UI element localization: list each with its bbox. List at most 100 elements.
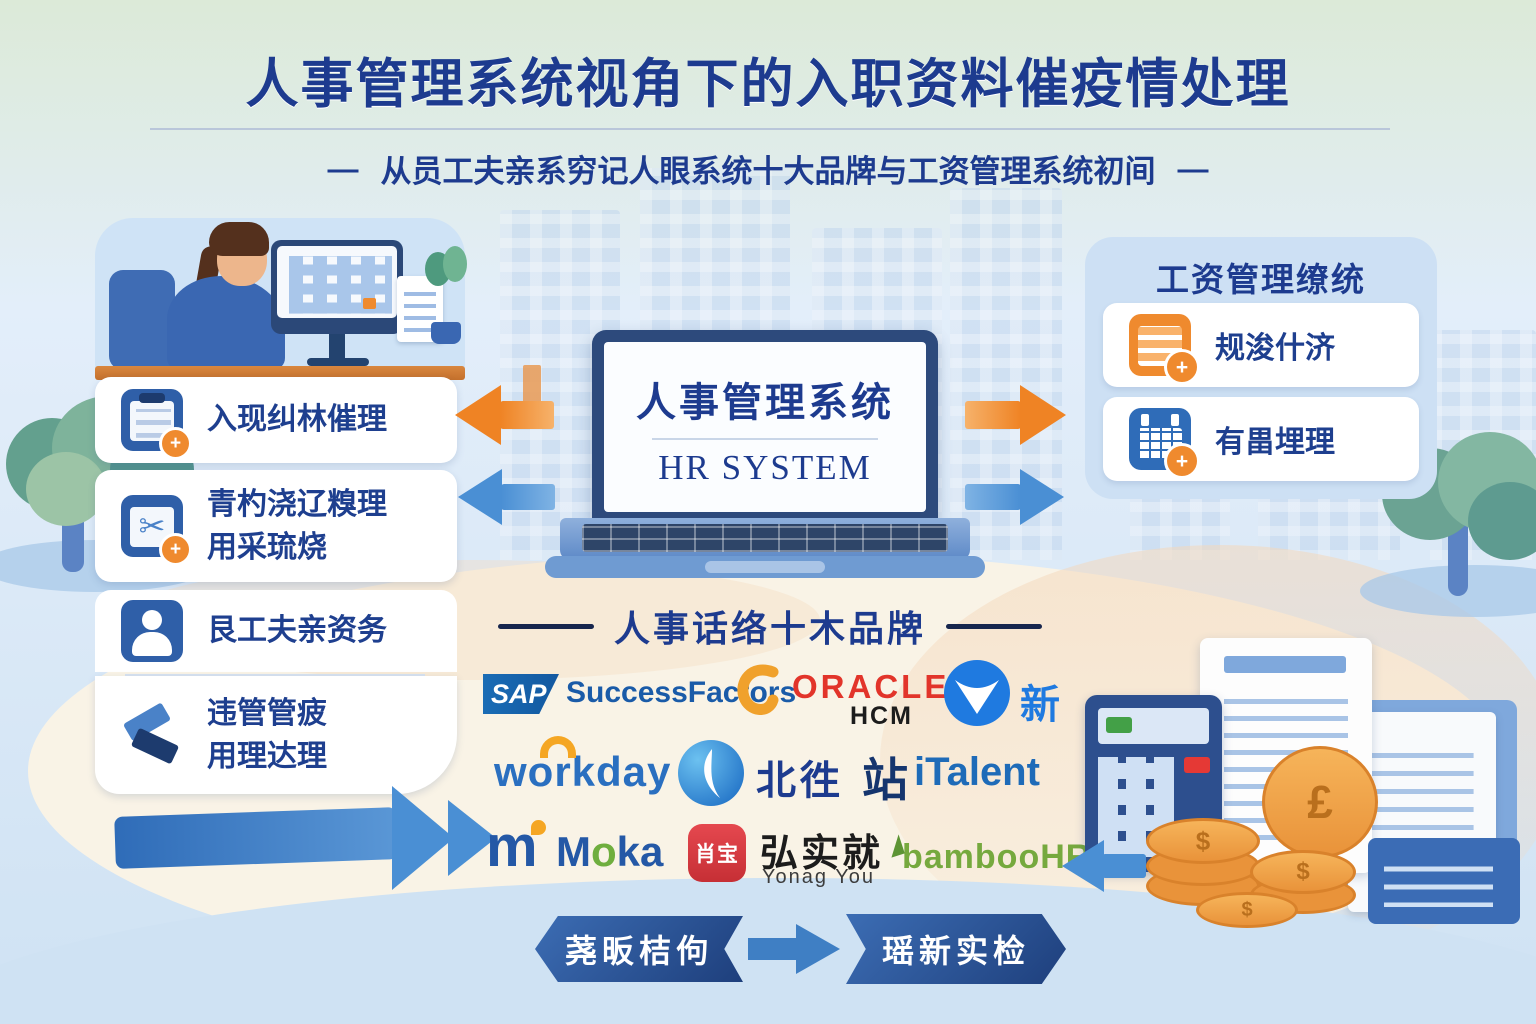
ledger-box xyxy=(1368,838,1520,924)
laptop-keyboard xyxy=(560,518,970,560)
header-divider xyxy=(150,128,1390,130)
orange-arrow-left-head xyxy=(455,385,501,445)
hr-item-line1: 违管管疲 xyxy=(207,696,327,730)
italent-wordmark: iTalent xyxy=(914,750,1040,794)
flow-arrow-mid-body xyxy=(748,938,798,960)
oracle-hcm-label: HCM xyxy=(850,702,913,730)
moka-wordmark: Moka xyxy=(556,828,664,875)
successfactors-wordmark: SuccessFactors xyxy=(566,676,797,709)
heading-dash-left xyxy=(497,623,594,629)
monitor-base xyxy=(307,358,369,366)
laptop-title-divider xyxy=(652,438,878,440)
flow-arrow-left-head xyxy=(392,786,454,890)
moka-m-logo: m xyxy=(486,818,546,876)
hr-item-line2: 用采琉烧 xyxy=(207,531,327,564)
orange-arrow-right-head xyxy=(1020,385,1066,445)
transfer-arrows-icon xyxy=(121,702,183,766)
document-header-bar xyxy=(1224,656,1346,673)
plus-badge: + xyxy=(1164,443,1200,479)
page-subtitle: — 从员工夫亲系穷记人眼系统十大品牌与工资管理系统初间 — xyxy=(0,146,1536,191)
desktop-monitor xyxy=(271,240,403,366)
coins-arrow-body xyxy=(1102,854,1146,878)
tree-foliage xyxy=(26,452,106,526)
page-title: 人事管理系统视角下的入职资料催疫情处理 xyxy=(245,55,1291,114)
tablet-scissors-icon: ✂ + xyxy=(121,495,192,566)
clipboard-clip xyxy=(139,393,165,403)
plant-pot xyxy=(431,322,461,344)
clerk-body xyxy=(167,276,285,370)
dollar-coin-stack: $ xyxy=(1146,818,1260,864)
calculator-display xyxy=(1098,708,1209,744)
oracle-wordmark: ORACLE xyxy=(792,668,950,705)
hr-panel-item-transfer: 违管管疲 用理达理 xyxy=(95,676,457,794)
plus-badge: + xyxy=(1164,349,1200,385)
tree-foliage xyxy=(1468,482,1536,560)
brands-heading: 人事话络十木品牌 xyxy=(470,600,1070,652)
subtitle-dash: — xyxy=(1177,150,1209,186)
subtitle-dash: — xyxy=(327,150,359,186)
beisen-wordmark: 北徃 xyxy=(756,759,844,803)
clipboard-plus-icon: + xyxy=(121,389,192,460)
flow-arrow-mid-head xyxy=(796,924,840,974)
transfer-arrow-down xyxy=(130,727,180,765)
hr-panel-item-contracts: ✂ + 青杓浇辽糗理 用采琉烧 xyxy=(95,470,457,582)
workday-arc-icon xyxy=(540,736,576,758)
hr-item-line1: 青杓浇辽糗理 xyxy=(207,487,387,521)
hr-item-label: 艮工夫亲资务 xyxy=(207,614,387,648)
office-chair xyxy=(109,270,175,370)
person-shoulders xyxy=(132,632,172,656)
blue-arrow-right-body xyxy=(965,484,1021,510)
yonyou-app-icon: 肖宝 xyxy=(688,824,746,882)
yonyou-subtext: Yonag You xyxy=(762,866,875,888)
orange-arrow-right-body xyxy=(965,401,1021,429)
payroll-item-label: 有畕埋理 xyxy=(1215,426,1335,459)
payroll-item-statement: + 规浚什济 xyxy=(1103,303,1419,387)
flow-arrow-left-body xyxy=(114,807,398,869)
hr-item-label: 青杓浇辽糗理 用采琉烧 xyxy=(207,483,387,570)
calculator-red-key xyxy=(1184,757,1210,773)
monitor-screen xyxy=(277,246,397,318)
italent-logo-glyph: 站 xyxy=(862,754,908,806)
yonyou-wordmark: 弘实就 xyxy=(760,833,884,875)
flow-step1-banner: 荛昄桔佝 xyxy=(535,916,743,982)
person-head xyxy=(142,610,162,630)
blue-arrow-right-head xyxy=(1020,469,1064,525)
dollar-coin-flat: $ xyxy=(1196,892,1298,928)
monitor-orange-icon xyxy=(363,298,376,309)
flow-arrow-left-chevron xyxy=(448,800,496,876)
v-brand-char: 新 xyxy=(1020,683,1060,727)
desk xyxy=(95,366,465,380)
calculator-indicator xyxy=(1106,717,1132,733)
moka-orange-dot xyxy=(530,820,546,835)
laptop-touchpad xyxy=(705,561,825,573)
hr-clerk-illustration xyxy=(95,218,467,380)
blue-arrow-left-body xyxy=(501,484,555,510)
hr-system-title-en: HR SYSTEM xyxy=(658,448,872,487)
plus-badge: + xyxy=(159,533,192,566)
payroll-doc-plus-icon: + xyxy=(1129,314,1200,385)
bamboohr-wordmark: bambooHR xyxy=(885,834,1091,877)
hr-panel-item-onboarding: + 入现纠林催理 xyxy=(95,377,457,463)
payroll-panel-title: 工资管理缭统 xyxy=(1156,261,1366,298)
orange-comma-logo xyxy=(737,664,779,715)
employee-profile-icon xyxy=(121,600,183,662)
workday-wordmark: workday xyxy=(494,736,671,796)
flow-step2-banner: 瑶新实检 xyxy=(846,914,1066,984)
pound-coin: £ xyxy=(1262,746,1378,858)
keyboard-keys xyxy=(582,524,948,552)
hr-system-laptop: 人事管理系统 HR SYSTEM xyxy=(592,330,938,522)
calendar-plus-icon: + xyxy=(1129,408,1200,479)
brands-heading-text: 人事话络十木品牌 xyxy=(613,608,926,649)
beisen-swirl-logo xyxy=(678,740,744,806)
row-divider xyxy=(125,674,425,676)
orange-arrow-left-body xyxy=(500,401,554,429)
payroll-item-label: 规浚什济 xyxy=(1215,332,1335,365)
monitor-stand xyxy=(329,334,345,360)
hr-item-line2: 用理达理 xyxy=(207,740,327,773)
blue-arrow-left-head xyxy=(458,469,502,525)
subtitle-text: 从员工夫亲系穷记人眼系统十大品牌与工资管理系统初间 xyxy=(380,154,1156,189)
dollar-coin-stack: $ xyxy=(1250,850,1356,894)
coins-arrow-head xyxy=(1062,840,1104,892)
laptop-screen-content: 人事管理系统 HR SYSTEM xyxy=(604,342,926,512)
